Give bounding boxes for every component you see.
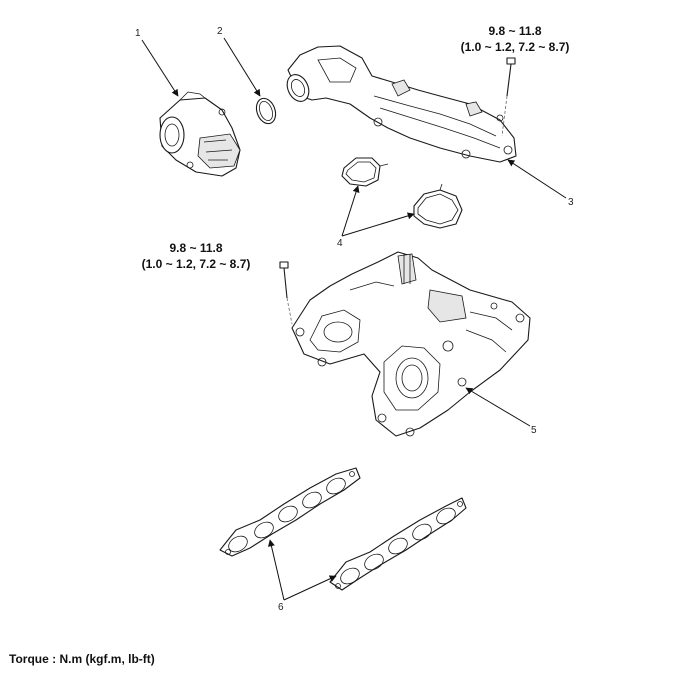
manifold-gasket-left: [219, 467, 361, 557]
leader-6a: [268, 539, 285, 601]
leader-3: [507, 159, 567, 199]
callout-6: 6: [278, 602, 284, 613]
o-ring: [255, 97, 277, 125]
torque-lower-value: 9.8 ~ 11.8: [169, 241, 222, 255]
callout-2: 2: [217, 26, 223, 37]
leader-4a: [341, 185, 360, 237]
duct-gasket-left: [341, 157, 389, 187]
callout-4: 4: [337, 238, 343, 249]
throttle-body: [159, 91, 241, 177]
callout-3: 3: [568, 197, 574, 208]
leader-4b: [341, 212, 415, 237]
manifold-gasket-right: [329, 497, 467, 591]
leader-1: [141, 39, 179, 97]
callout-5: 5: [531, 425, 537, 436]
callout-1: 1: [135, 28, 141, 39]
torque-lower-conversion: (1.0 ~ 1.2, 7.2 ~ 8.7): [142, 257, 251, 271]
duct-gasket-right: [413, 183, 463, 229]
leader-lines: [141, 37, 567, 601]
torque-upper-value: 9.8 ~ 11.8: [488, 24, 541, 38]
leader-5: [465, 387, 531, 427]
lower-bolt: [279, 261, 293, 325]
leader-6b: [283, 575, 337, 601]
torque-units-legend: Torque : N.m (kgf.m, lb-ft): [9, 652, 155, 666]
intake-manifold: [291, 251, 531, 437]
torque-upper-conversion: (1.0 ~ 1.2, 7.2 ~ 8.7): [461, 40, 570, 54]
leader-2: [223, 37, 261, 97]
upper-bolt: [501, 57, 516, 137]
intake-duct: [286, 45, 517, 163]
